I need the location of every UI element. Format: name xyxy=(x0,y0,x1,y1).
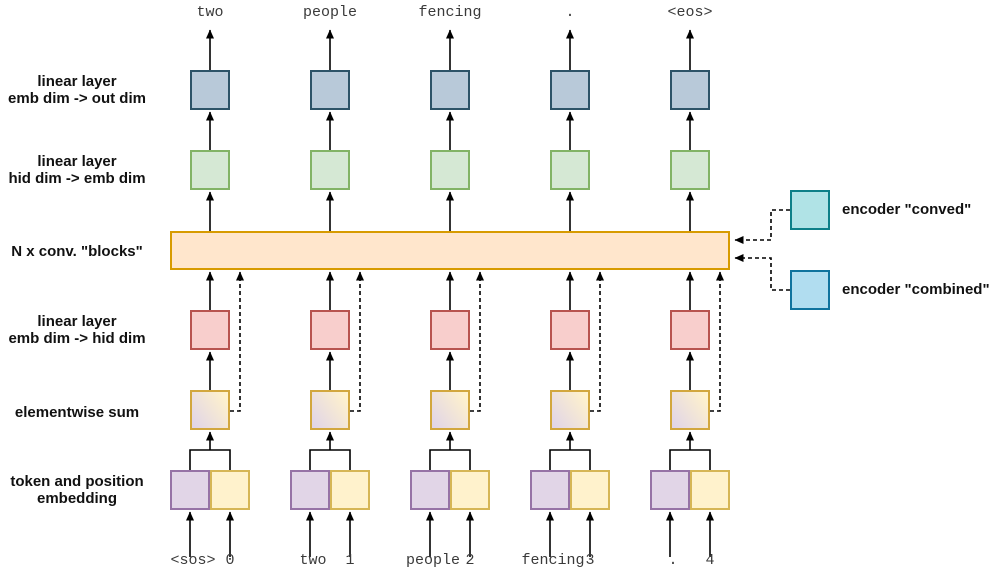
position-embedding-box xyxy=(450,470,490,510)
input-position-label: 1 xyxy=(345,552,355,569)
token-embedding-box xyxy=(170,470,210,510)
residual-sum-to-conv xyxy=(470,271,484,412)
elementwise-sum-box xyxy=(310,390,350,430)
label-line: token and position xyxy=(10,473,144,490)
input-token-label: two xyxy=(299,552,327,569)
label-line: hid dim -> emb dim xyxy=(8,170,146,187)
encoder-combined-label: encoder "combined" xyxy=(842,281,990,298)
hid-linear-box xyxy=(670,310,710,350)
emb-linear-box xyxy=(310,150,350,190)
input-position-label: 4 xyxy=(705,552,715,569)
encoder-conved-connector xyxy=(734,209,790,244)
elementwise-sum-box xyxy=(430,390,470,430)
emb-linear-box xyxy=(190,150,230,190)
embedding-merge-bracket xyxy=(309,449,351,470)
label-line: linear layer xyxy=(37,73,117,90)
input-token-label: fencing xyxy=(521,552,585,569)
label-line: embedding xyxy=(36,490,117,507)
position-embedding-box xyxy=(570,470,610,510)
position-embedding-box xyxy=(210,470,250,510)
residual-sum-to-conv xyxy=(230,271,244,412)
hid-linear-box xyxy=(550,310,590,350)
output-token-label: two xyxy=(196,4,224,21)
label-linear-emb-out: linear layer emb dim -> out dim xyxy=(0,73,154,107)
label-token-position-embedding: token and position embedding xyxy=(0,473,154,507)
token-embedding-box xyxy=(650,470,690,510)
output-linear-box xyxy=(310,70,350,110)
conv-blocks-bar xyxy=(170,231,730,270)
label-conv-blocks: N x conv. "blocks" xyxy=(0,243,154,260)
output-token-label: <eos> xyxy=(667,4,713,21)
token-embedding-box xyxy=(410,470,450,510)
input-token-label: . xyxy=(668,552,678,569)
token-embedding-box xyxy=(290,470,330,510)
label-line: linear layer xyxy=(37,153,117,170)
label-line: N x conv. "blocks" xyxy=(11,243,143,260)
label-elementwise-sum: elementwise sum xyxy=(0,404,154,421)
residual-sum-to-conv xyxy=(590,271,604,412)
emb-linear-box xyxy=(670,150,710,190)
hid-linear-box xyxy=(430,310,470,350)
output-token-label: . xyxy=(565,4,575,21)
elementwise-sum-box xyxy=(550,390,590,430)
encoder-combined-connector xyxy=(734,254,790,291)
label-line: emb dim -> out dim xyxy=(8,90,146,107)
residual-sum-to-conv xyxy=(710,271,724,412)
hid-linear-box xyxy=(190,310,230,350)
emb-linear-box xyxy=(430,150,470,190)
output-token-label: fencing xyxy=(418,4,482,21)
output-linear-box xyxy=(670,70,710,110)
input-token-label: people xyxy=(405,552,460,569)
encoder-conved-label: encoder "conved" xyxy=(842,201,972,218)
encoder-conved-box xyxy=(790,190,830,230)
elementwise-sum-box xyxy=(670,390,710,430)
input-position-label: 2 xyxy=(465,552,475,569)
elementwise-sum-box xyxy=(190,390,230,430)
label-linear-hid-emb: linear layer hid dim -> emb dim xyxy=(0,153,154,187)
label-line: elementwise sum xyxy=(14,404,140,421)
token-embedding-box xyxy=(530,470,570,510)
embedding-merge-bracket xyxy=(669,449,711,470)
residual-sum-to-conv xyxy=(350,271,364,412)
embedding-merge-bracket xyxy=(549,449,591,470)
position-embedding-box xyxy=(330,470,370,510)
input-token-label: <sos> xyxy=(170,552,216,569)
label-line: emb dim -> hid dim xyxy=(8,330,146,347)
position-embedding-box xyxy=(690,470,730,510)
embedding-merge-bracket xyxy=(189,449,231,470)
input-position-label: 3 xyxy=(585,552,595,569)
emb-linear-box xyxy=(550,150,590,190)
input-position-label: 0 xyxy=(225,552,235,569)
output-token-label: people xyxy=(302,4,357,21)
output-linear-box xyxy=(550,70,590,110)
output-linear-box xyxy=(190,70,230,110)
output-linear-box xyxy=(430,70,470,110)
label-line: linear layer xyxy=(37,313,117,330)
label-linear-emb-hid: linear layer emb dim -> hid dim xyxy=(0,313,154,347)
encoder-combined-box xyxy=(790,270,830,310)
embedding-merge-bracket xyxy=(429,449,471,470)
hid-linear-box xyxy=(310,310,350,350)
